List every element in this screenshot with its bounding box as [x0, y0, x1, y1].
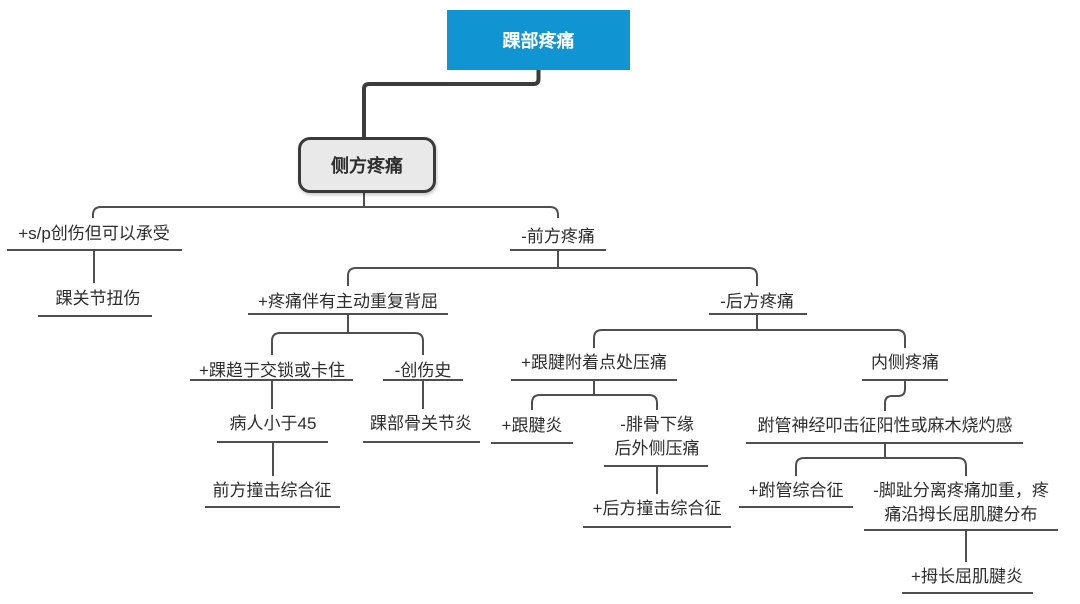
- node-ankle-pain: 踝部疼痛: [447, 10, 630, 70]
- node-pain-active-dorsiflexion: +疼痛伴有主动重复背屈: [258, 292, 438, 311]
- node-posterior-impingement: +后方撞击综合征: [592, 499, 722, 518]
- node-ankle-locking: +踝趋于交锁或卡住: [199, 361, 345, 380]
- node-tarsal-tunnel-syndrome: +跗管综合征: [748, 481, 844, 500]
- node-posterior-pain: -后方疼痛: [720, 292, 794, 311]
- bracket-level1: [92, 206, 559, 218]
- node-ankle-osteoarthritis: 踝部骨关节炎: [370, 414, 472, 433]
- node-sp-trauma-tolerable: +s/p创伤但可以承受: [18, 224, 170, 243]
- node-toe-separation-pain: -脚趾分离疼痛加重，疼 痛沿拇长屈肌腱分布: [873, 481, 1049, 524]
- node-medial-pain: 内侧疼痛: [871, 353, 939, 372]
- node-achilles-tendinitis: +跟腱炎: [501, 416, 563, 435]
- node-anterior-impingement: 前方撞击综合征: [212, 481, 332, 500]
- node-fibula-posterolateral-tenderness: -腓骨下缘 后外侧压痛: [614, 415, 700, 458]
- bracket-dorsiflexion: [271, 332, 424, 355]
- node-lateral-pain-label: 侧方疼痛: [331, 156, 403, 176]
- node-no-trauma-history: -创伤史: [394, 361, 452, 380]
- node-tarsal-tinel-sign: 跗管神经叩击征阳性或麻木烧灼感: [757, 416, 1013, 435]
- node-lateral-pain: 侧方疼痛: [298, 137, 436, 193]
- node-ankle-sprain: 踝关节扭伤: [55, 289, 141, 308]
- bracket-achilles: [531, 394, 658, 410]
- node-ankle-pain-label: 踝部疼痛: [502, 31, 575, 51]
- node-patient-under-45: 病人小于45: [229, 414, 317, 433]
- node-anterior-pain: -前方疼痛: [521, 227, 595, 246]
- connector-root-to-lateral: [362, 70, 541, 137]
- node-achilles-insertion-tenderness: +跟腱附着点处压痛: [521, 353, 667, 372]
- node-fhl-tendinitis: +拇长屈肌腱炎: [911, 567, 1023, 586]
- bracket-posterior: [593, 329, 906, 348]
- connector-medial-to-tinel: [884, 380, 906, 411]
- bracket-anterior: [347, 267, 758, 286]
- bracket-tinel: [795, 457, 967, 476]
